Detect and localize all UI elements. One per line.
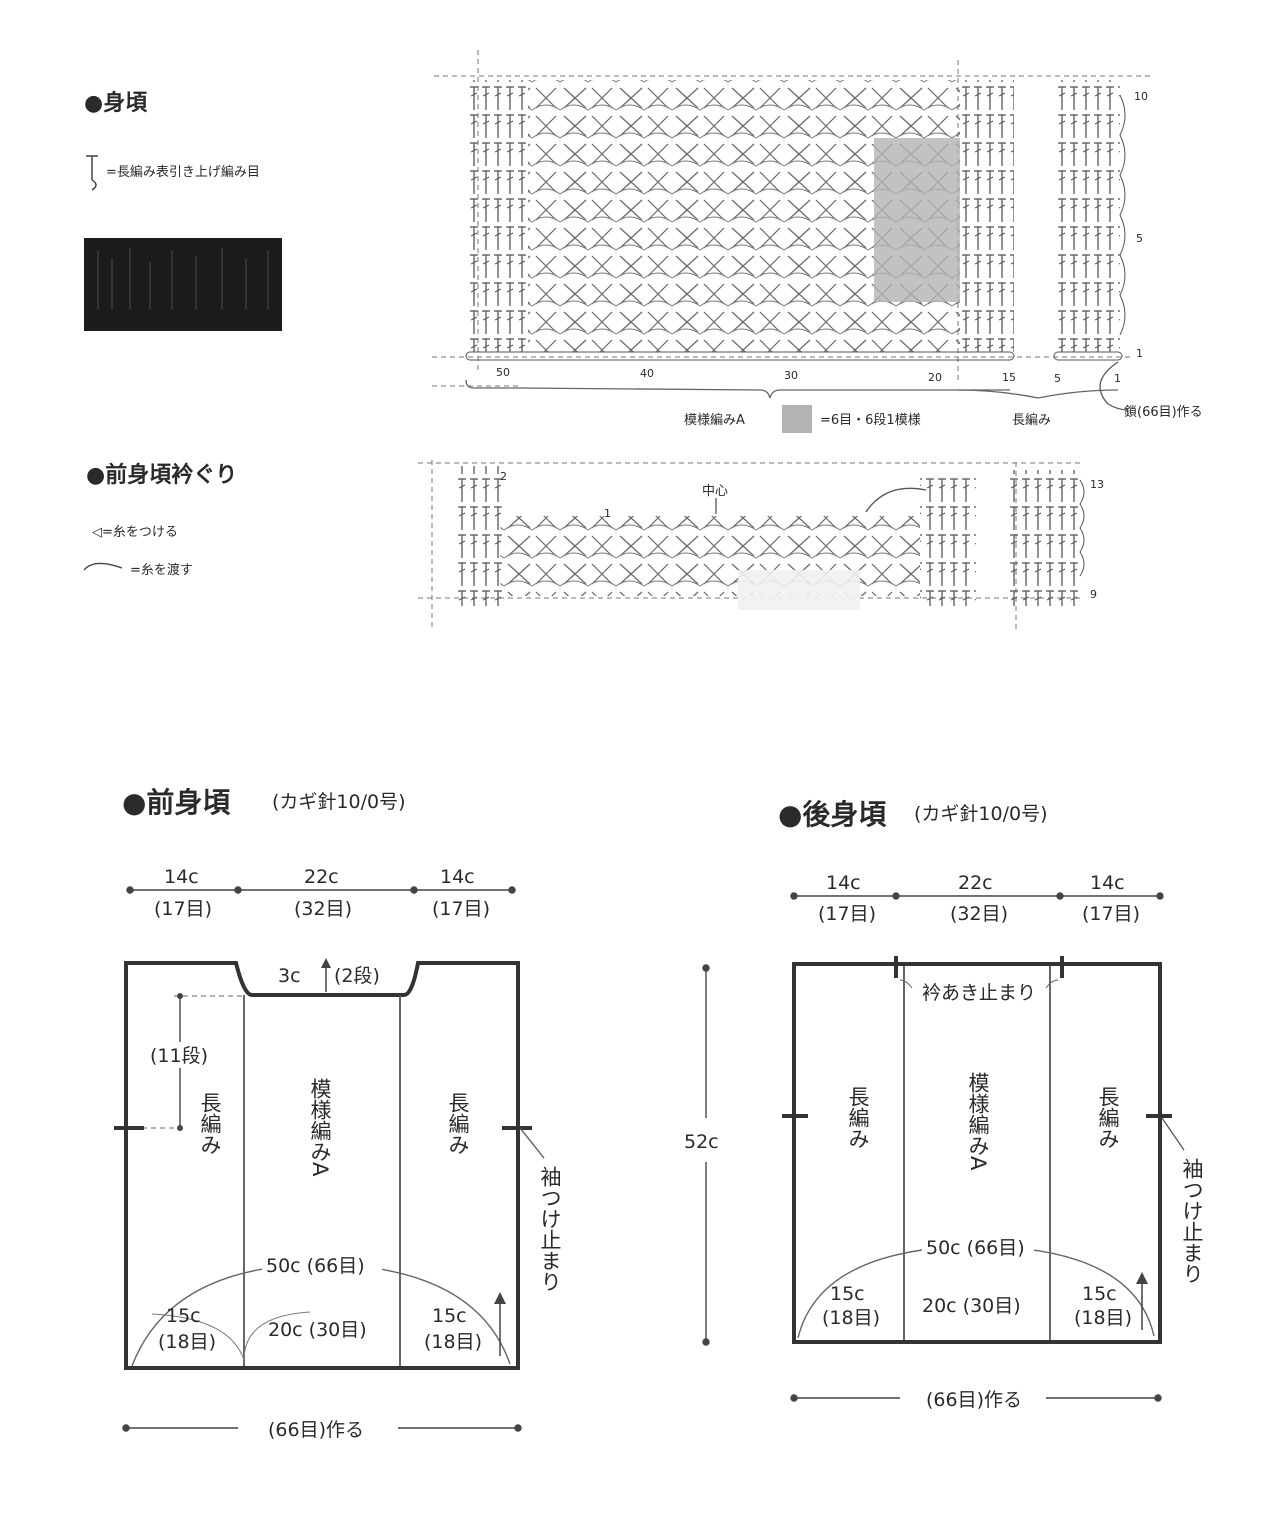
back-right-bottom: 15c bbox=[1082, 1283, 1117, 1305]
row-label-1: 1 bbox=[1136, 347, 1143, 360]
symbol-legend: =長編み表引き上げ編み目 bbox=[106, 164, 260, 180]
front-right-bottom-count: (18目) bbox=[424, 1331, 482, 1353]
back-left-panel-label: 長編み bbox=[846, 1086, 870, 1149]
neck-row-label-2: 2 bbox=[500, 470, 507, 483]
back-hook: (カギ針10/0号) bbox=[914, 803, 1048, 825]
back-chain: (66目)作る bbox=[926, 1389, 1022, 1411]
front-top-width-right: 14c bbox=[440, 866, 475, 888]
axis-label-5: 5 bbox=[1054, 372, 1061, 385]
axis-label-30: 30 bbox=[784, 369, 798, 382]
back-center-bottom: 20c (30目) bbox=[922, 1295, 1021, 1317]
front-top-dimension-line bbox=[126, 886, 516, 894]
front-top-count-center: (32目) bbox=[294, 898, 352, 920]
front-neck-depth: 3c bbox=[278, 965, 301, 987]
back-top-dimension-line bbox=[790, 892, 1164, 900]
post-stitch-icon bbox=[86, 155, 98, 191]
body-section-title: ●身頃 bbox=[84, 90, 148, 116]
front-side-rows: (11段) bbox=[150, 1045, 208, 1067]
back-chain-dimension-line bbox=[790, 1394, 1162, 1402]
row-label-10: 10 bbox=[1134, 90, 1148, 103]
front-sleeve-note: 袖つけ止まり bbox=[538, 1166, 562, 1292]
attach-legend: ◁=糸をつける bbox=[92, 525, 178, 540]
back-total: 50c (66目) bbox=[926, 1237, 1025, 1259]
front-total: 50c (66目) bbox=[266, 1255, 365, 1277]
yarn-carry-icon bbox=[83, 562, 123, 571]
front-top-width-left: 14c bbox=[164, 866, 199, 888]
front-center-panel-label: 模様編みA bbox=[308, 1078, 332, 1177]
back-left-bottom-count: (18目) bbox=[822, 1307, 880, 1329]
back-top-count-right: (17目) bbox=[1082, 903, 1140, 925]
back-height-dimension-line bbox=[702, 964, 710, 1346]
axis-label-1: 1 bbox=[1114, 372, 1121, 385]
back-top-width-left: 14c bbox=[826, 872, 861, 894]
back-top-width-right: 14c bbox=[1090, 872, 1125, 894]
axis-label-50: 50 bbox=[496, 366, 510, 379]
axis-label-40: 40 bbox=[640, 367, 654, 380]
neck-section-title: ●前身頃衿ぐり bbox=[86, 462, 237, 488]
front-title: ●前身頃 bbox=[122, 786, 230, 819]
front-chain: (66目)作る bbox=[268, 1419, 364, 1441]
row-label-5: 5 bbox=[1136, 232, 1143, 245]
back-neck-note: 衿あき止まり bbox=[922, 982, 1036, 1004]
neck-stitch-chart bbox=[418, 460, 1085, 632]
chain-note: 鎖(66目)作る bbox=[1124, 404, 1203, 420]
back-title: ●後身頃 bbox=[778, 798, 886, 831]
back-right-bottom-count: (18目) bbox=[1074, 1307, 1132, 1329]
back-top-count-center: (32目) bbox=[950, 903, 1008, 925]
swatch-photo-texture bbox=[97, 248, 269, 310]
front-outline bbox=[124, 961, 520, 1370]
axis-label-20: 20 bbox=[928, 371, 942, 384]
center-label: 中心 bbox=[702, 484, 728, 499]
neck-row-label-9: 9 bbox=[1090, 588, 1097, 601]
front-right-bottom: 15c bbox=[432, 1305, 467, 1327]
neck-row-label-13: 13 bbox=[1090, 478, 1104, 491]
front-right-panel-label: 長編み bbox=[446, 1092, 470, 1155]
back-top-width-center: 22c bbox=[958, 872, 993, 894]
back-center-panel-label: 模様編みA bbox=[966, 1072, 990, 1171]
front-top-count-left: (17目) bbox=[154, 898, 212, 920]
front-chain-dimension-line bbox=[122, 1424, 522, 1432]
swatch-photo bbox=[84, 238, 282, 331]
front-hook: (カギ針10/0号) bbox=[272, 791, 406, 813]
dc-label: 長編み bbox=[1012, 412, 1051, 428]
cut-legend: =糸を渡す bbox=[130, 562, 193, 578]
pattern-repeat-shade bbox=[874, 138, 960, 302]
front-left-bottom-count: (18目) bbox=[158, 1331, 216, 1353]
back-outline bbox=[792, 962, 1162, 1344]
front-top-width-center: 22c bbox=[304, 866, 339, 888]
front-left-panel-label: 長編み bbox=[198, 1092, 222, 1155]
back-top-count-left: (17目) bbox=[818, 903, 876, 925]
front-top-count-right: (17目) bbox=[432, 898, 490, 920]
neck-row-label-1: 1 bbox=[604, 507, 611, 520]
front-left-bottom: 15c bbox=[166, 1305, 201, 1327]
back-right-panel-label: 長編み bbox=[1096, 1086, 1120, 1149]
back-left-bottom: 15c bbox=[830, 1283, 865, 1305]
axis-label-15: 15 bbox=[1002, 371, 1016, 384]
shade-legend-swatch bbox=[782, 405, 812, 433]
pattern-a-label: 模様編みA bbox=[684, 412, 745, 428]
body-stitch-chart bbox=[432, 50, 1150, 411]
shade-legend: =6目・6段1模様 bbox=[820, 413, 921, 428]
front-neck-rows: (2段) bbox=[334, 965, 380, 987]
back-sleeve-note: 袖つけ止まり bbox=[1180, 1158, 1204, 1284]
back-height: 52c bbox=[684, 1131, 719, 1153]
front-center-bottom: 20c (30目) bbox=[268, 1319, 367, 1341]
